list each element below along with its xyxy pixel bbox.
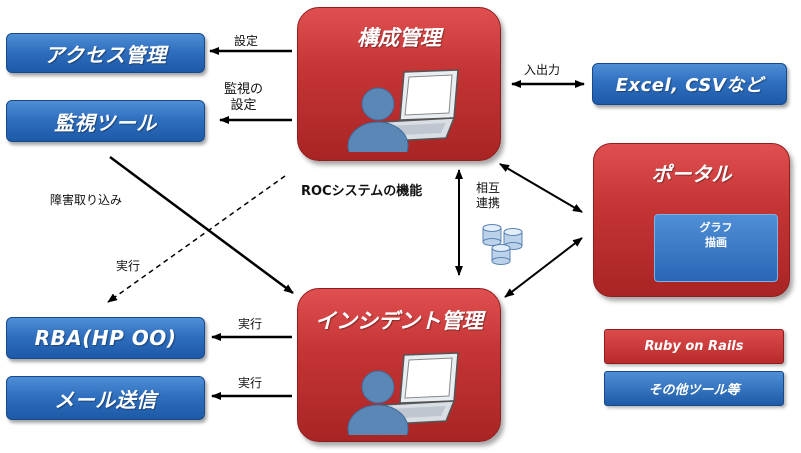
label-monitor-settings-line1: 監視の <box>224 82 264 97</box>
label-monitor-settings: 監視の 設定 <box>224 82 263 115</box>
drawing-label: 描画 <box>705 235 727 249</box>
portal-box: ポータル グラフ 描画 <box>593 143 790 297</box>
label-monitor-settings-line2: 設定 <box>230 98 257 114</box>
arrow-incident-portal <box>504 237 583 298</box>
label-mutual-line1: 相互 <box>476 181 501 195</box>
legend-other-tools: その他ツール等 <box>604 371 784 406</box>
rba-box: RBA(HP OO) <box>6 317 205 359</box>
rba-label: RBA(HP OO) <box>34 326 177 350</box>
legend-ruby-on-rails: Ruby on Rails <box>604 329 784 364</box>
arrow-monitor-to-incident <box>109 155 294 295</box>
portal-title: ポータル <box>651 162 732 186</box>
label-failure-import: 障害取り込み <box>50 193 123 207</box>
label-roc-system: ROCシステムの機能 <box>301 184 423 199</box>
incident-management-title: インシデント管理 <box>315 309 483 333</box>
arrow-dashed-exec-to-rba <box>107 175 286 303</box>
graph-label: グラフ <box>699 221 733 234</box>
config-management-box: 構成管理 <box>297 7 501 161</box>
label-io: 入出力 <box>524 63 561 77</box>
label-exec-rba: 実行 <box>238 317 263 331</box>
label-settings: 設定 <box>234 34 259 48</box>
incident-management-box: インシデント管理 <box>297 288 501 442</box>
database-stack-icon <box>482 224 523 265</box>
access-management-label: アクセス管理 <box>44 42 167 67</box>
excel-csv-label: Excel, CSVなど <box>615 75 764 96</box>
label-exec-dashed: 実行 <box>116 259 141 273</box>
graph-drawing-box: グラフ 描画 <box>654 214 778 282</box>
config-management-title: 構成管理 <box>357 26 441 50</box>
mail-send-label: メール送信 <box>54 387 157 412</box>
monitoring-tool-label: 監視ツール <box>54 110 157 135</box>
arrow-config-portal <box>499 163 583 213</box>
label-mutual: 相互 連携 <box>476 181 500 211</box>
access-management-box: アクセス管理 <box>6 33 205 73</box>
label-exec-mail: 実行 <box>238 376 263 390</box>
user-with-laptop-icon <box>347 352 459 435</box>
mail-send-box: メール送信 <box>6 376 205 420</box>
label-mutual-line2: 連携 <box>476 196 501 210</box>
monitoring-tool-box: 監視ツール <box>6 100 205 142</box>
legend-ruby-label: Ruby on Rails <box>644 339 744 354</box>
excel-csv-box: Excel, CSVなど <box>592 63 787 105</box>
user-with-laptop-icon <box>347 69 459 152</box>
legend-other-label: その他ツール等 <box>648 383 740 398</box>
